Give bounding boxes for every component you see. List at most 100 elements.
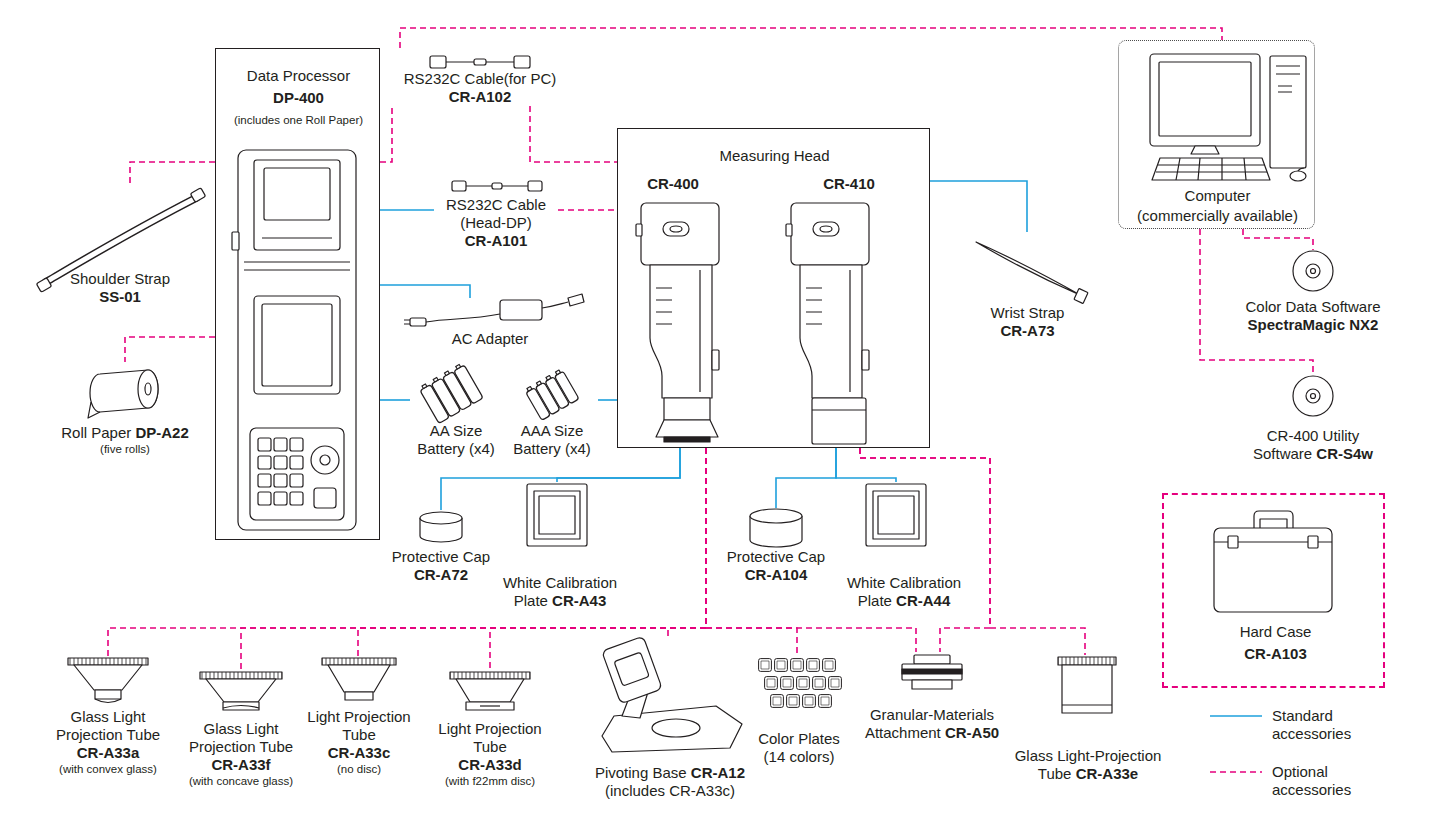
data-processor-device-part xyxy=(274,438,287,451)
label-row: (five rolls) xyxy=(30,442,220,456)
calibration-plate-icon-part xyxy=(534,491,580,539)
software-disc-icon-part xyxy=(1293,251,1333,291)
part-code: CR-A104 xyxy=(745,566,808,583)
granular-attachment-icon-part xyxy=(902,664,962,680)
calibration-plate-icon-part xyxy=(539,496,575,534)
connectors xyxy=(108,28,1313,670)
calibration-plate-icon-part xyxy=(527,484,587,546)
legend-item: Standard accessories xyxy=(1272,707,1372,743)
data-processor-device-part xyxy=(232,232,239,250)
data-processor-device-part xyxy=(262,304,332,386)
projection-tube-icon-part xyxy=(95,699,121,703)
standard-link xyxy=(836,448,896,482)
part-name: Glass Light Projection Tube xyxy=(56,708,160,743)
measuring-head-nose-part xyxy=(812,409,866,410)
label-row: Roll PaperDP-A22 xyxy=(30,424,220,442)
strap-icon-part xyxy=(36,278,51,293)
granular-attachment-icon-part xyxy=(912,680,952,689)
part-name: Color Plates (14 colors) xyxy=(758,730,840,765)
head-box: Measuring HeadCR-400CR-410 xyxy=(617,128,930,448)
color-plates-icon-part xyxy=(787,695,800,708)
software-disc-icon-part xyxy=(1293,376,1333,416)
legend-sample-part xyxy=(1210,715,1262,717)
computer-icon-part xyxy=(1191,146,1219,154)
optional-link xyxy=(241,448,706,670)
projection-tube-icon-part xyxy=(345,692,373,700)
data-processor-device-part xyxy=(244,262,350,270)
cable-icon-part xyxy=(474,59,486,65)
part-code: DP-A22 xyxy=(135,424,188,441)
tube-item: Glass Light-Projection TubeCR-A33e xyxy=(1008,655,1168,783)
measuring-head-body xyxy=(636,203,719,398)
legend-item: Optional accessories xyxy=(1272,763,1372,799)
part-code: CR-A33c xyxy=(328,744,391,761)
measuring-head-body xyxy=(786,203,869,398)
part-code: CR-A33a xyxy=(77,744,140,761)
color-plates-icon-part xyxy=(781,677,794,690)
color-plates-icon-part xyxy=(829,677,842,690)
color-plates-icon-part xyxy=(775,659,788,672)
part-name: AA Size Battery (x4) xyxy=(417,422,495,457)
pivoting-base-icon-part xyxy=(602,636,662,704)
label-row: (with f22mm disc) xyxy=(430,774,550,788)
label-row: AC Adapter xyxy=(400,330,580,348)
projection-tube-icon-part xyxy=(450,672,530,679)
data-processor-device-part xyxy=(262,237,332,238)
part-note: (with concave glass) xyxy=(189,775,293,787)
optional-link xyxy=(668,448,706,640)
measuring-head-body-part xyxy=(641,203,719,265)
data-processor-device-part xyxy=(290,438,303,451)
measuring-head-nose-part xyxy=(812,398,866,444)
label-row: CR-A101 xyxy=(434,232,558,250)
color-plates-icon-part xyxy=(823,659,836,672)
data-processor-device-part xyxy=(314,488,336,508)
illustration-layer xyxy=(36,54,1333,772)
projection-tube-icon-part xyxy=(1058,657,1116,665)
battery-icon-part-part xyxy=(554,371,579,404)
ac-adapter-icon-part xyxy=(426,314,500,322)
measuring-head-body-part xyxy=(712,350,719,370)
standard-link xyxy=(598,399,617,401)
label-row: Color Data Software xyxy=(1238,298,1388,316)
optional-link xyxy=(860,448,1085,655)
data-processor-device-part xyxy=(320,455,330,465)
software-item: Color Data SoftwareSpectraMagic NX2 xyxy=(1238,250,1388,334)
plate-item: White Calibration PlateCR-A44 xyxy=(843,482,966,610)
computer-icon-part xyxy=(1298,168,1304,171)
data-processor-device-part xyxy=(274,492,287,505)
legend-text: Standard accessories xyxy=(1272,707,1372,743)
color-plates-icon-part xyxy=(807,659,820,672)
box-heading: Computer xyxy=(1185,187,1251,205)
projection-tube-icon-part xyxy=(200,672,282,679)
software-disc-icon-part xyxy=(1306,389,1320,403)
plates-item: Color Plates (14 colors) xyxy=(754,655,844,766)
part-name: (commercially available) xyxy=(1137,207,1298,225)
part-name: Light Projection Tube xyxy=(438,720,541,755)
legend-text: Optional accessories xyxy=(1272,763,1372,799)
part-code: DP-400 xyxy=(273,89,324,107)
cap-item: Protective CapCR-A104 xyxy=(716,508,836,584)
part-name: (includes CR-A33c) xyxy=(605,782,735,799)
processor-box: Data ProcessorDP-400(includes one Roll P… xyxy=(215,48,380,540)
standard-link xyxy=(380,285,470,298)
label-row: White Calibration PlateCR-A43 xyxy=(499,574,622,610)
software-disc-icon-part xyxy=(1306,264,1320,278)
part-code: CR-A44 xyxy=(896,592,950,609)
hard-case-icon-part xyxy=(1214,528,1332,612)
part-name: Wrist Strap xyxy=(991,304,1065,321)
computer-box: Computer (commercially available) xyxy=(1118,40,1315,229)
measuring-head-nose-part xyxy=(664,398,710,420)
data-processor-device xyxy=(232,150,356,530)
part-name: Protective Cap xyxy=(727,548,825,565)
label-row: CR-A72 xyxy=(386,566,496,584)
label-row: CR-A73 xyxy=(960,322,1095,340)
part-note: (with convex glass) xyxy=(59,763,157,775)
label-row: CR-A33a xyxy=(48,744,168,762)
granular-attachment-icon-part xyxy=(902,669,962,674)
battery-icon-part-part xyxy=(456,364,461,369)
label-row: Light Projection Tube xyxy=(303,708,415,744)
software-disc-icon-part xyxy=(1311,394,1316,399)
part-note: (five rolls) xyxy=(100,443,150,455)
label-row: CR-A33f xyxy=(181,756,301,774)
data-processor-device-part xyxy=(274,456,287,469)
